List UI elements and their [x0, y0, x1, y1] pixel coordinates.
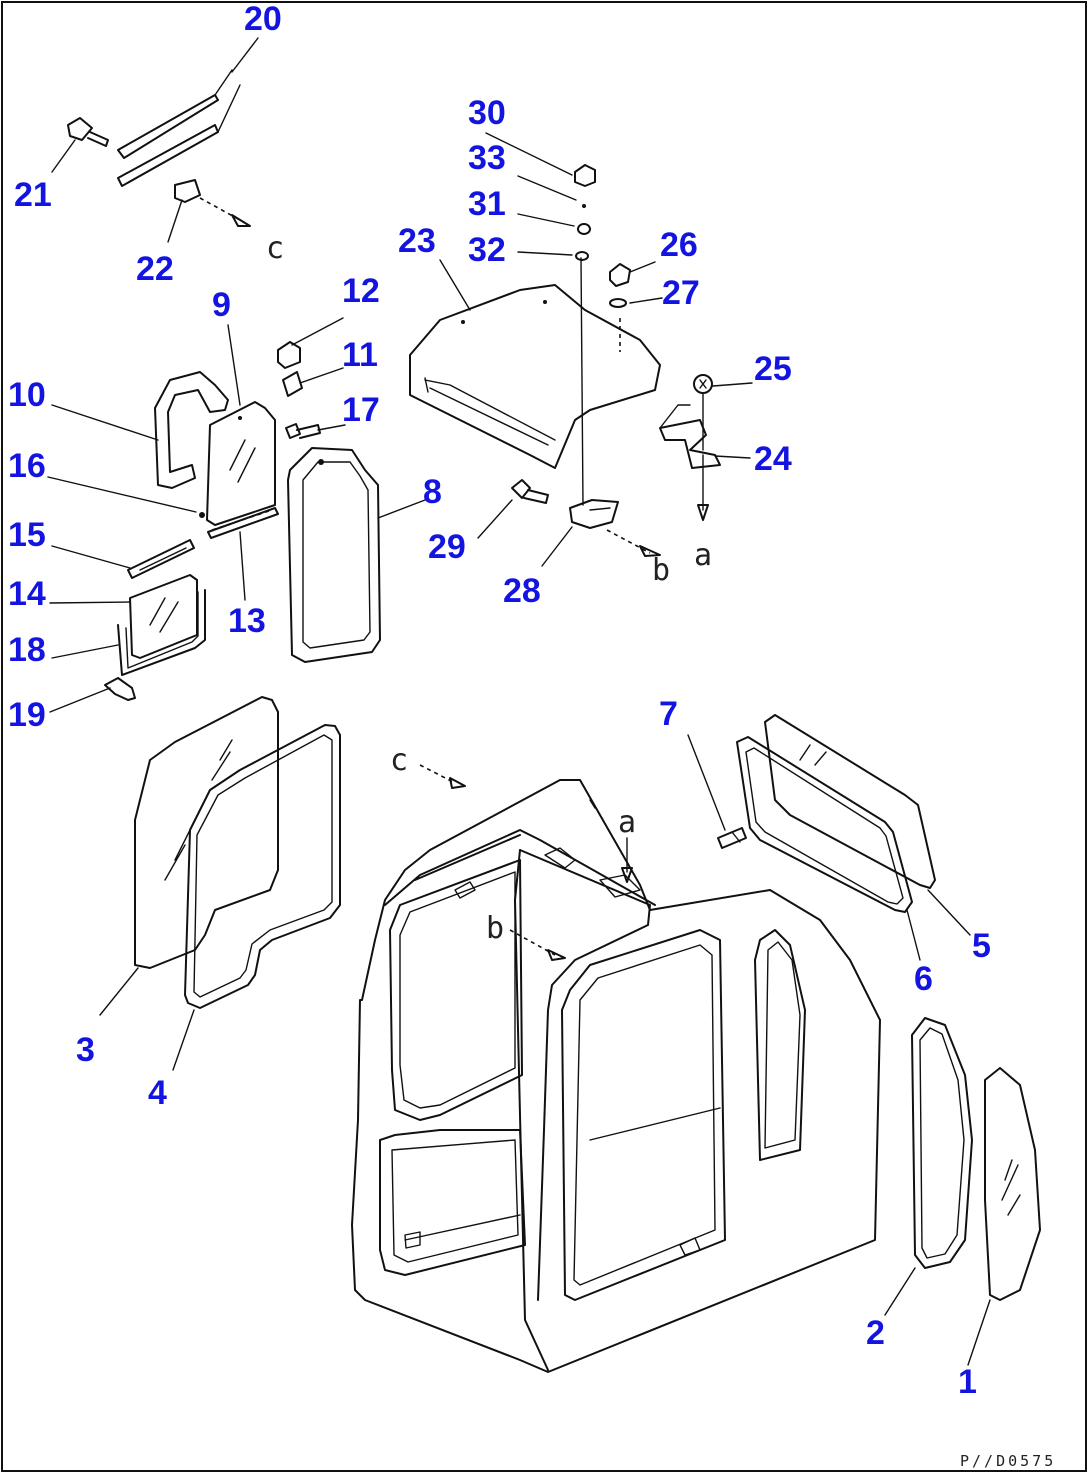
part-28-hinge	[569, 499, 619, 529]
callout-8: 8	[423, 473, 442, 511]
part-27-washer	[609, 298, 627, 308]
reference-arrows	[419, 454, 709, 961]
callout-12: 12	[342, 272, 380, 310]
ref-a-body: a	[618, 805, 636, 840]
callout-22: 22	[136, 250, 174, 288]
ref-b-top: b	[652, 553, 670, 588]
callout-24: 24	[754, 440, 792, 478]
part-20-rails	[117, 69, 241, 187]
cab-body	[351, 779, 881, 1373]
part-9-glass	[206, 401, 276, 526]
part-25-bolt	[693, 374, 713, 451]
callout-4: 4	[148, 1074, 167, 1112]
part-23-cover	[409, 284, 661, 469]
part-31-washer	[577, 223, 591, 235]
part-10-weatherstrip	[154, 371, 229, 489]
callout-25: 25	[754, 350, 792, 388]
callout-5: 5	[972, 927, 991, 965]
part-18-seal	[117, 589, 206, 676]
callout-15: 15	[8, 516, 46, 554]
callout-13: 13	[228, 602, 266, 640]
ref-b-body: b	[486, 911, 504, 946]
callout-32: 32	[468, 231, 506, 269]
part-29-bolt	[511, 479, 549, 504]
callout-11: 11	[342, 336, 378, 374]
part-32-washer	[575, 251, 589, 261]
callout-23: 23	[398, 222, 436, 260]
part-22-bracket	[174, 179, 251, 227]
callout-21: 21	[14, 176, 52, 214]
callout-7: 7	[659, 695, 678, 733]
part-14-glass	[129, 574, 198, 659]
callout-6: 6	[914, 960, 933, 998]
part-16-pin	[199, 512, 205, 518]
callout-29: 29	[428, 528, 466, 566]
part-19-handle	[104, 677, 136, 701]
part-7-pin	[717, 827, 747, 849]
callout-2: 2	[866, 1314, 885, 1352]
ref-c-body: c	[390, 743, 408, 778]
callout-14: 14	[8, 575, 46, 613]
callout-20: 20	[244, 0, 282, 38]
part-1-glass	[984, 1067, 1041, 1301]
drawing-code: P//D0575	[960, 1452, 1056, 1470]
callout-18: 18	[8, 631, 46, 669]
callout-30: 30	[468, 94, 506, 132]
part-5-glass	[764, 714, 936, 889]
part-24-bracket	[659, 404, 721, 469]
callout-31: 31	[468, 185, 506, 223]
part-3-glass	[134, 696, 279, 969]
callout-26: 26	[660, 226, 698, 264]
reference-letters: a b c c a b	[266, 231, 712, 946]
callout-17: 17	[342, 391, 380, 429]
part-2-weatherstrip	[911, 1017, 973, 1269]
part-12-lock	[277, 341, 301, 369]
lock-rod	[580, 257, 584, 506]
part-11-clip	[282, 371, 303, 397]
callout-19: 19	[8, 696, 46, 734]
part-8-weatherstrip	[287, 447, 381, 663]
callout-10: 10	[8, 376, 46, 414]
callout-33: 33	[468, 139, 506, 177]
leader-lines	[47, 37, 991, 1366]
callout-1: 1	[958, 1363, 977, 1401]
part-4-weatherstrip	[184, 724, 341, 1009]
part-21-bolt	[67, 117, 109, 147]
part-13-rail	[207, 507, 279, 539]
callout-16: 16	[8, 447, 46, 485]
part-6-weatherstrip	[736, 736, 913, 913]
part-17-bolt	[285, 423, 321, 439]
part-15-rail	[127, 539, 195, 579]
ref-a-top: a	[694, 538, 712, 573]
ref-c-top: c	[266, 231, 284, 266]
callout-9: 9	[212, 286, 231, 324]
callout-27: 27	[662, 274, 700, 312]
part-26-cap	[609, 263, 631, 287]
part-33-pin	[582, 204, 586, 208]
part-30-knob	[574, 164, 596, 187]
callout-3: 3	[76, 1031, 95, 1069]
part-callouts: 1 2 3 4 5 6 7 8 9 10 11 12 13 14 15 16 1…	[8, 0, 991, 1401]
callout-28: 28	[503, 572, 541, 610]
